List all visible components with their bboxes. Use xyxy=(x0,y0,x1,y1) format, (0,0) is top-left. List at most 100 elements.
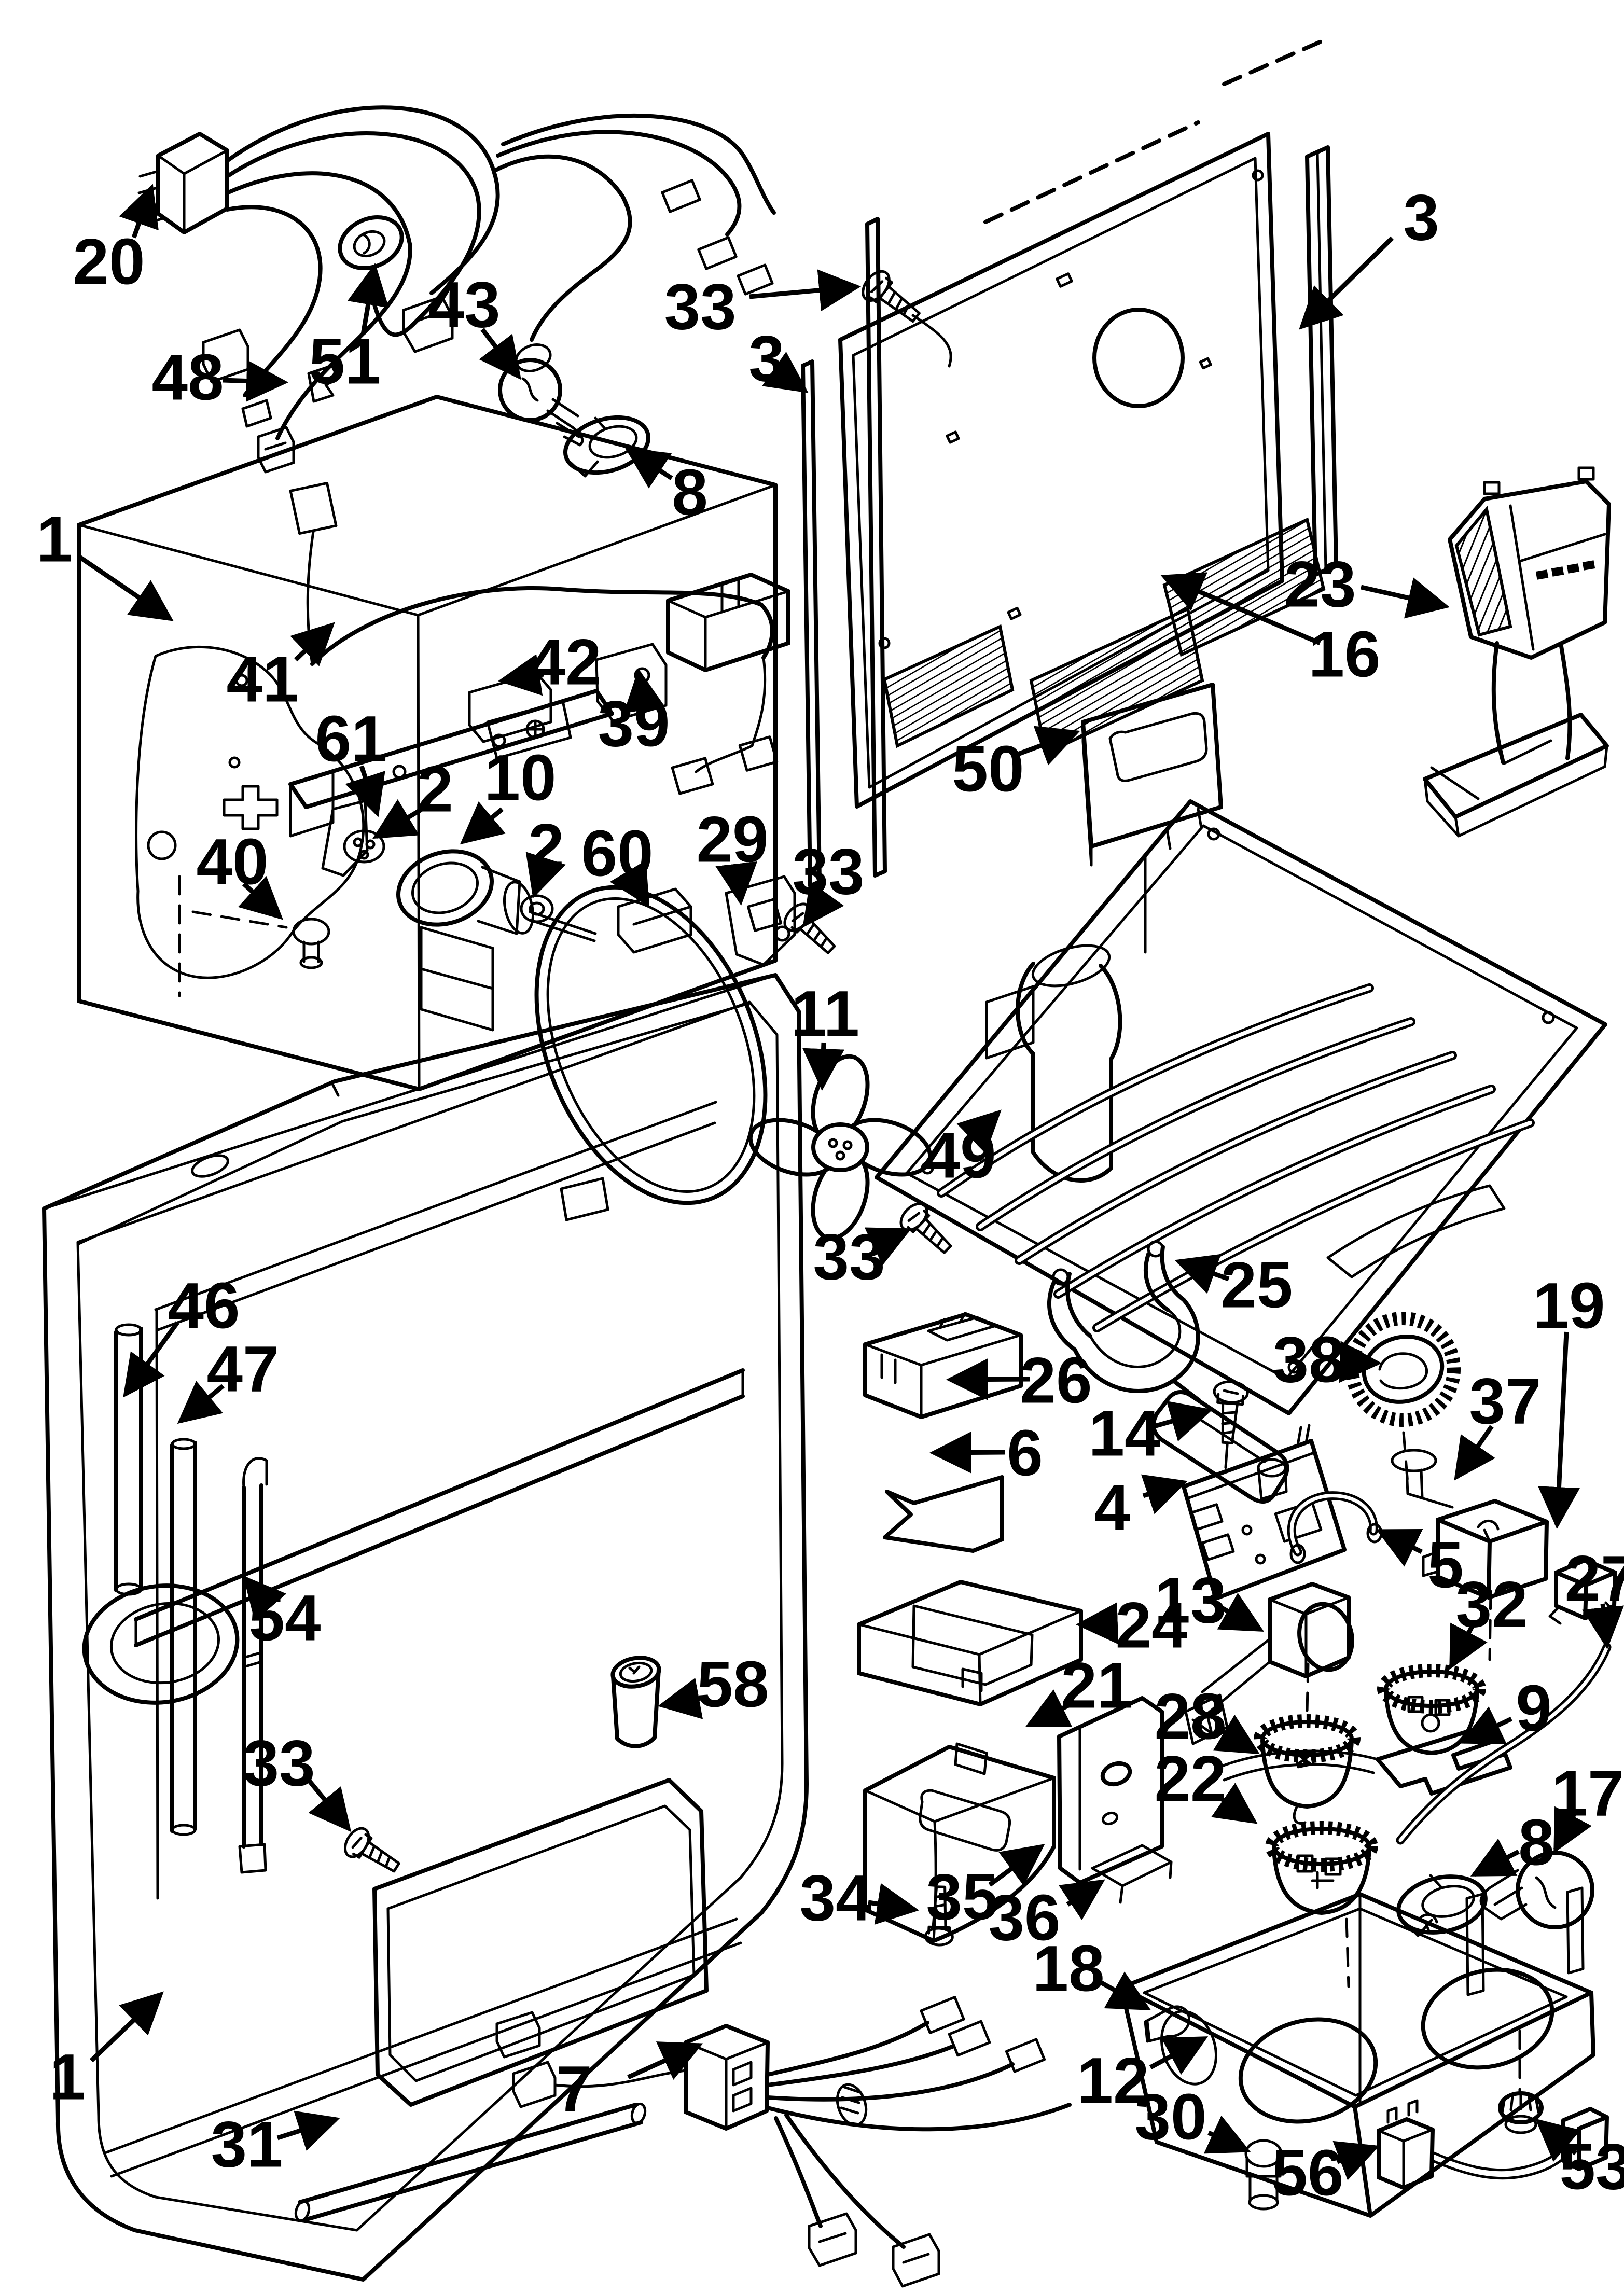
drawing-part-28-cup xyxy=(1254,1662,1361,1825)
leader-arrow-33c xyxy=(864,1227,912,1266)
part-label-13: 13 xyxy=(1154,1565,1226,1637)
drawing-part-50-access-cover xyxy=(1081,683,1223,954)
drawing-part-23-dispenser-handle xyxy=(1423,466,1611,838)
leader-arrow-8b xyxy=(1470,1838,1520,1877)
drawing-part-20-wire-harness xyxy=(137,105,776,474)
drawing-part-2-grommet-a xyxy=(343,829,385,864)
drawing-part-33-screw-b xyxy=(783,902,836,954)
leader-arrow-9 xyxy=(1460,1706,1512,1745)
drawing-part-48-clip xyxy=(307,364,340,403)
drawing-part-31-trim-rail xyxy=(294,2102,647,2222)
part-label-31: 31 xyxy=(211,2109,283,2181)
leader-arrow-8a xyxy=(625,448,673,489)
leader-arrow-37 xyxy=(1454,1425,1495,1481)
leader-arrow-23 xyxy=(1361,577,1450,619)
leader-arrow-25 xyxy=(1174,1254,1230,1294)
drawing-part-38-timer-gear xyxy=(1345,1312,1461,1485)
leader-arrow-1a xyxy=(77,554,174,621)
part-label-33b: 33 xyxy=(792,836,864,908)
leader-arrow-20 xyxy=(119,184,159,239)
part-label-58: 58 xyxy=(697,1649,769,1721)
part-label-19: 19 xyxy=(1533,1270,1605,1342)
part-label-12: 12 xyxy=(1077,2045,1149,2117)
leader-arrow-26 xyxy=(946,1358,1031,1401)
part-label-54: 54 xyxy=(248,1582,321,1655)
leader-arrow-36 xyxy=(1058,1879,1105,1921)
leader-arrow-10 xyxy=(460,801,506,845)
leader-arrow-2a xyxy=(372,799,423,839)
drawing-part-2-grommet-b xyxy=(520,894,554,923)
leader-arrow-40 xyxy=(238,875,283,920)
part-label-46: 46 xyxy=(168,1270,240,1342)
part-label-60: 60 xyxy=(581,818,653,890)
drawing-fan-shroud-ring xyxy=(534,885,768,1221)
drawing-part-22-gear-cup xyxy=(1265,1821,1378,1988)
leader-arrow-27 xyxy=(1582,1603,1624,1650)
part-label-49: 49 xyxy=(924,1120,996,1192)
drawing-part-18-bullet-connector xyxy=(1144,2005,1191,2043)
drawing-part-40-drain-plug xyxy=(191,910,330,969)
leader-arrow-39 xyxy=(623,668,665,713)
part-label-34: 34 xyxy=(799,1863,871,1935)
leader-arrow-13 xyxy=(1217,1592,1265,1632)
part-label-11: 11 xyxy=(791,978,859,1050)
leader-arrow-29 xyxy=(715,861,757,906)
part-label-25: 25 xyxy=(1220,1249,1293,1322)
drawing-part-35-plate xyxy=(1057,1696,1164,1885)
leader-arrow-4 xyxy=(1141,1474,1188,1514)
leader-arrow-42 xyxy=(497,654,544,696)
drawing-tube-coil xyxy=(82,1583,240,1705)
part-label-14: 14 xyxy=(1088,1398,1160,1470)
leader-arrow-34 xyxy=(868,1883,920,1925)
drawing-part-3-trim-strips xyxy=(801,145,1338,888)
part-label-39: 39 xyxy=(598,688,670,760)
leader-arrow-1b xyxy=(89,1991,164,2063)
part-label-5: 5 xyxy=(1427,1530,1464,1602)
part-label-29: 29 xyxy=(696,804,768,876)
leader-arrow-43 xyxy=(479,328,521,380)
part-label-43: 43 xyxy=(428,269,500,341)
leader-arrow-7 xyxy=(627,2041,703,2080)
leader-arrow-11 xyxy=(802,1042,845,1091)
leader-arrow-30 xyxy=(1203,2115,1251,2154)
part-label-21: 21 xyxy=(1061,1650,1133,1722)
leader-arrow-3a xyxy=(762,351,809,393)
leader-arrow-22 xyxy=(1211,1783,1258,1824)
leader-arrow-33d xyxy=(307,1778,352,1832)
drawing-part-41-wire xyxy=(289,481,779,795)
drawing-part-6-pad xyxy=(883,1475,1004,1553)
drawing-part-1-liner-cabinet xyxy=(42,973,809,2282)
leader-arrow-3b xyxy=(1299,236,1394,330)
drawing-part-56-switch xyxy=(1377,2099,1578,2190)
leader-arrow-48 xyxy=(223,360,289,402)
leader-arrow-41 xyxy=(290,622,335,666)
part-label-20: 20 xyxy=(73,226,145,298)
drawing-part-4-control-board xyxy=(1182,1424,1347,1601)
drawing-part-25-pivot-arm xyxy=(1047,1240,1289,1504)
drawing-part-49-drain-tray xyxy=(875,799,1607,1415)
part-label-8b: 8 xyxy=(1518,1807,1554,1879)
part-label-23: 23 xyxy=(1284,549,1356,621)
leader-arrow-17 xyxy=(1553,1806,1592,1854)
drawing-part-54-strip xyxy=(238,1457,268,1874)
leader-arrow-50 xyxy=(1016,726,1080,766)
leader-arrow-46 xyxy=(123,1321,179,1398)
leader-arrow-5 xyxy=(1376,1528,1423,1567)
part-label-33a: 33 xyxy=(664,271,736,343)
leader-arrow-33b xyxy=(802,881,844,928)
drawing-part-47-tube xyxy=(170,1438,197,1836)
leader-arrow-28 xyxy=(1213,1714,1260,1755)
part-label-27: 27 xyxy=(1564,1543,1624,1615)
drawing-part-26-control-module xyxy=(863,1312,1023,1419)
leader-arrow-33a xyxy=(749,269,862,311)
part-label-24: 24 xyxy=(1115,1590,1187,1662)
leader-arrow-16 xyxy=(1160,572,1321,646)
drawing-part-36-bracket xyxy=(1091,1844,1173,1904)
leader-arrow-49 xyxy=(956,1109,1002,1154)
part-label-9: 9 xyxy=(1516,1673,1552,1745)
part-label-38: 38 xyxy=(1272,1324,1344,1396)
drawing-part-24-cover xyxy=(857,1580,1083,1706)
leader-arrow-58 xyxy=(658,1677,703,1719)
